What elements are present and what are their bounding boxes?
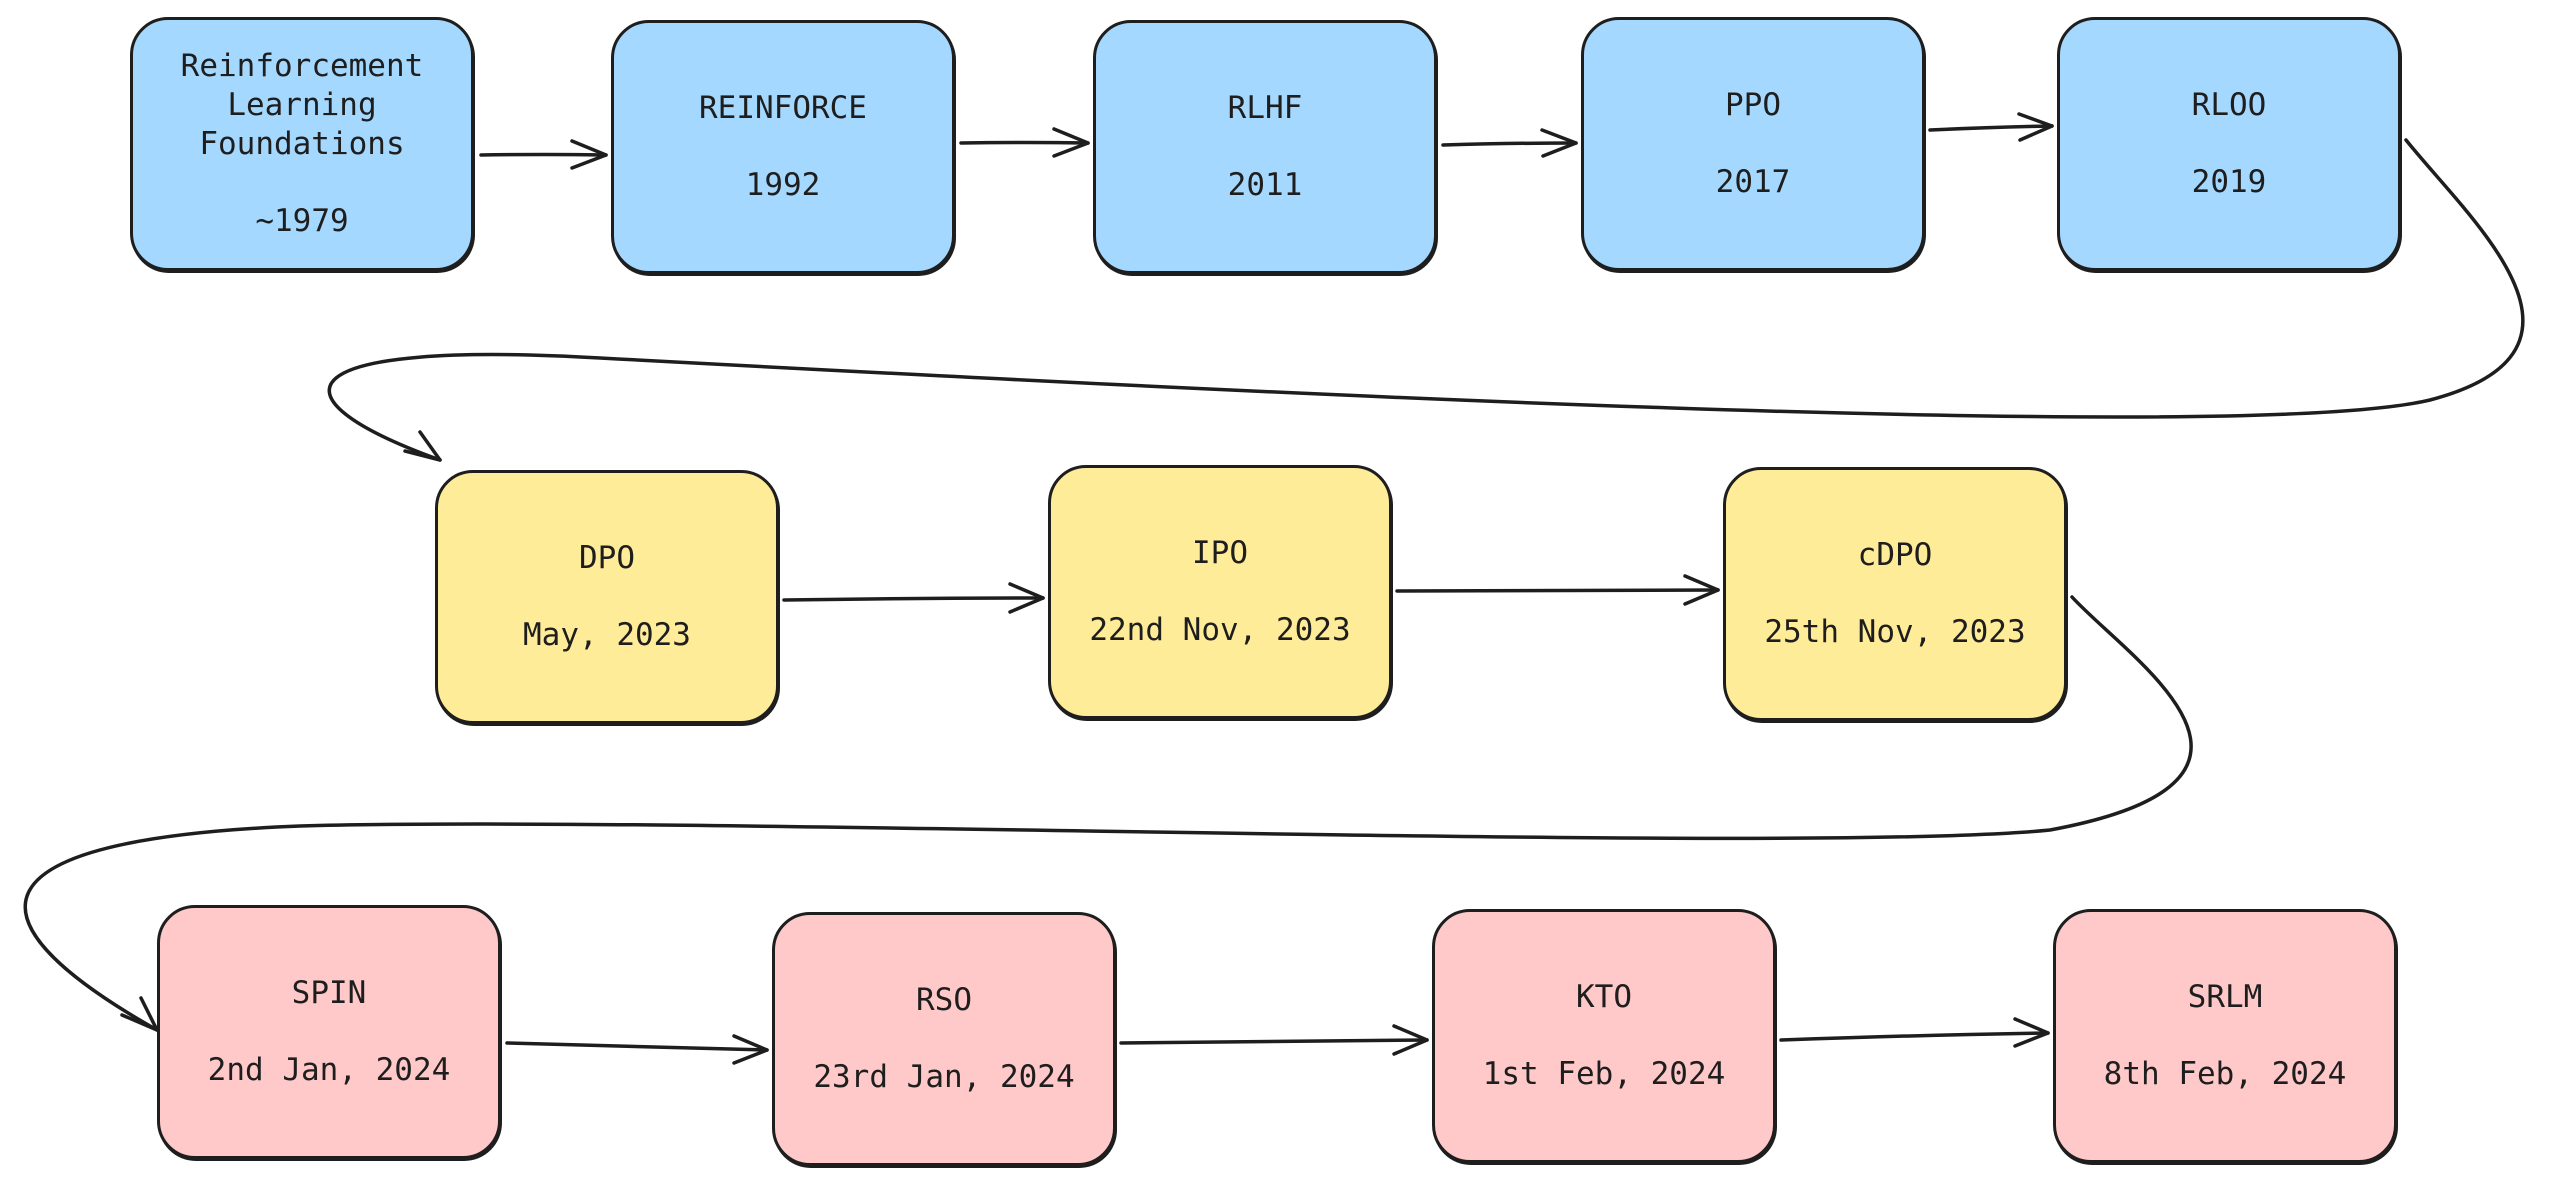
node-title: cDPO: [1857, 537, 1933, 573]
node-title: RLHF: [1227, 90, 1303, 126]
node-date: 2nd Jan, 2024: [207, 1052, 451, 1088]
node-cdpo: cDPO 25th Nov, 2023: [1723, 467, 2067, 721]
node-date: 2011: [1227, 167, 1303, 203]
node-title: REINFORCE: [699, 90, 867, 126]
arrow-rso-to-kto: [1119, 1024, 1429, 1056]
node-ipo: IPO 22nd Nov, 2023: [1048, 465, 1392, 719]
arrow-ipo-to-cdpo: [1395, 574, 1720, 606]
node-rloo: RLOO 2019: [2057, 17, 2401, 271]
arrow-cdpo-to-spin: [23, 595, 2193, 1032]
node-spin: SPIN 2nd Jan, 2024: [157, 905, 501, 1159]
node-date: 2017: [1715, 164, 1791, 200]
node-title: RSO: [916, 982, 972, 1018]
node-title: Reinforcement Learning Foundations: [180, 48, 424, 162]
node-rso: RSO 23rd Jan, 2024: [772, 912, 1116, 1166]
node-srlm: SRLM 8th Feb, 2024: [2053, 909, 2397, 1163]
node-title: DPO: [579, 540, 635, 576]
node-date: 8th Feb, 2024: [2103, 1056, 2347, 1092]
arrow-rloo-to-dpo: [327, 138, 2525, 462]
node-kto: KTO 1st Feb, 2024: [1432, 909, 1776, 1163]
node-date: 23rd Jan, 2024: [813, 1059, 1075, 1095]
node-title: SRLM: [2187, 979, 2263, 1015]
arrow-kto-to-srlm: [1779, 1017, 2050, 1048]
arrow-spin-to-rso: [505, 1034, 769, 1065]
node-title: RLOO: [2191, 87, 2267, 123]
node-date: 25th Nov, 2023: [1764, 614, 2026, 650]
arrow-dpo-to-ipo: [782, 582, 1045, 614]
arrow-reinforce-to-rlhf: [959, 127, 1090, 158]
node-dpo: DPO May, 2023: [435, 470, 779, 724]
node-title: SPIN: [291, 975, 367, 1011]
node-title: IPO: [1192, 535, 1248, 571]
node-reinforce: REINFORCE 1992: [611, 20, 955, 274]
node-date: 2019: [2191, 164, 2267, 200]
node-ppo: PPO 2017: [1581, 17, 1925, 271]
node-date: 1st Feb, 2024: [1482, 1056, 1726, 1092]
node-date: 1992: [745, 167, 821, 203]
node-date: 22nd Nov, 2023: [1089, 612, 1351, 648]
node-date: ~1979: [255, 203, 349, 239]
arrow-rlhf-to-ppo: [1441, 128, 1578, 158]
arrow-foundations-to-reinforce: [479, 139, 608, 170]
arrow-ppo-to-rloo: [1928, 112, 2054, 142]
node-reinforcement-learning-foundations: Reinforcement Learning Foundations ~1979: [130, 17, 474, 271]
node-title: PPO: [1725, 87, 1781, 123]
node-rlhf: RLHF 2011: [1093, 20, 1437, 274]
node-date: May, 2023: [523, 617, 691, 653]
node-title: KTO: [1576, 979, 1632, 1015]
